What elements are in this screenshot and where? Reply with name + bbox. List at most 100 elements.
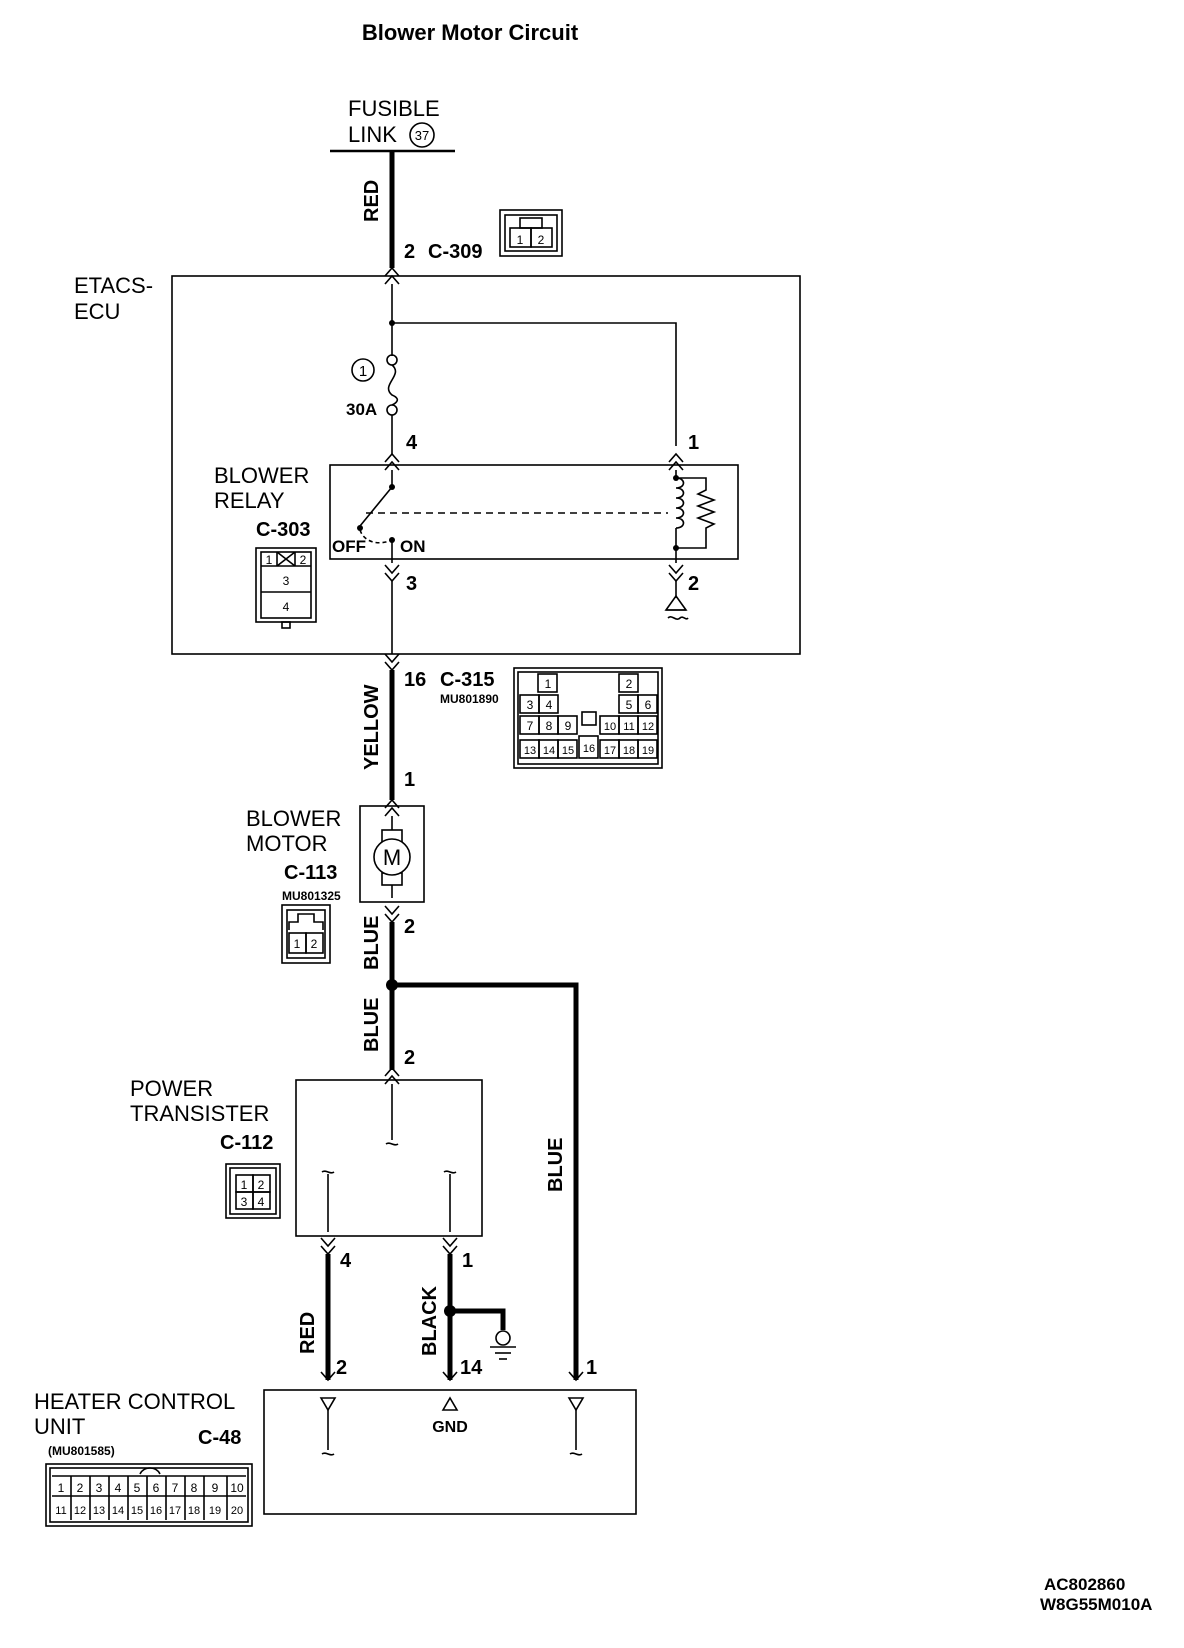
c315-terminal-symbol <box>384 653 400 672</box>
c48-cell: 9 <box>212 1481 219 1495</box>
c315-cell: 5 <box>626 698 633 712</box>
c315-cell: 17 <box>604 745 616 757</box>
heater-pin-1: 1 <box>586 1357 597 1379</box>
wire-label-blue-3: BLUE <box>545 1138 567 1192</box>
etacs-label-2: ECU <box>74 299 120 324</box>
c48-cell: 11 <box>55 1505 66 1517</box>
transistor-terminal-2-symbol <box>384 1066 400 1085</box>
transistor-label-1: POWER <box>130 1076 213 1101</box>
relay-switch-icon <box>357 470 668 563</box>
c315-cell: 10 <box>604 721 616 733</box>
c48-cell: 6 <box>153 1481 160 1495</box>
c309-connector-icon: 1 2 <box>499 209 563 257</box>
wire-label-red-bottom: RED <box>297 1312 319 1354</box>
fusible-link-label-1: FUSIBLE <box>348 96 440 121</box>
relay-resistor-icon <box>676 477 717 549</box>
c303-cell: 2 <box>300 553 307 567</box>
c48-cell: 13 <box>93 1505 105 1517</box>
c309-label: C-309 <box>428 241 482 263</box>
c315-cell: 16 <box>583 743 595 755</box>
c113-cell: 1 <box>294 937 301 951</box>
c48-cell: 17 <box>169 1505 181 1517</box>
transistor-pin-4: 4 <box>340 1250 352 1272</box>
motor-icon <box>373 816 411 898</box>
relay-on-label: ON <box>400 537 426 556</box>
heater-terminal-14-symbol <box>442 1371 458 1382</box>
c303-cell: 4 <box>283 600 290 614</box>
c48-cell: 20 <box>231 1505 243 1517</box>
wire-black-ground <box>450 1308 506 1330</box>
c48-cell: 19 <box>209 1505 221 1517</box>
relay-label-2: RELAY <box>214 488 285 513</box>
wire-internal-coil-feed <box>392 322 677 446</box>
motor-terminal-1-symbol <box>384 798 400 817</box>
heater-pin-2: 2 <box>336 1357 347 1379</box>
c48-cell: 1 <box>58 1481 65 1495</box>
c309-cell: 1 <box>517 233 524 247</box>
c112-label: C-112 <box>220 1132 273 1154</box>
heater-terminal-1-symbol <box>568 1371 584 1382</box>
c112-cell: 2 <box>258 1178 265 1192</box>
relay-pin-1: 1 <box>688 432 699 454</box>
c315-cell: 18 <box>623 745 635 757</box>
fusible-link-label-2: LINK <box>348 122 397 147</box>
motor-pin-2: 2 <box>404 916 415 938</box>
c303-cell: 3 <box>283 574 290 588</box>
c315-cell: 1 <box>545 677 552 691</box>
c315-cell: 9 <box>565 719 572 733</box>
relay-label-1: BLOWER <box>214 463 309 488</box>
c309-terminal-symbol <box>384 266 400 285</box>
motor-symbol: M <box>383 845 401 870</box>
transistor-pin-2: 2 <box>404 1047 415 1069</box>
c303-cell: 1 <box>266 553 273 567</box>
wire-label-red-top: RED <box>361 180 383 222</box>
c48-cell: 16 <box>150 1505 162 1517</box>
c315-cell: 13 <box>524 745 536 757</box>
power-transistor-box <box>295 1079 483 1237</box>
relay-terminal-1-symbol <box>668 452 684 471</box>
fuse-rating: 30A <box>346 400 377 419</box>
relay-pin-2: 2 <box>688 573 699 595</box>
c48-connector-icon: 1 2 3 4 5 6 7 8 9 10 11 12 13 14 15 16 1… <box>45 1463 253 1527</box>
heater-label-2: UNIT <box>34 1414 85 1439</box>
page-title: Blower Motor Circuit <box>362 20 579 45</box>
transistor-pin-1: 1 <box>462 1250 473 1272</box>
c315-cell: 7 <box>527 719 534 733</box>
fuse-number: 1 <box>359 363 367 380</box>
heater-internal-symbols <box>319 1396 585 1456</box>
c48-cell: 5 <box>134 1481 141 1495</box>
transistor-internal-wires <box>321 1084 457 1232</box>
c315-cell: 4 <box>546 698 553 712</box>
heater-label-1: HEATER CONTROL <box>34 1389 235 1414</box>
c315-cell: 12 <box>642 721 654 733</box>
wire-label-blue-1: BLUE <box>361 916 383 970</box>
c315-cell: 8 <box>546 719 553 733</box>
c112-connector-icon: 1 2 3 4 <box>225 1163 281 1219</box>
blower-motor-box <box>359 805 425 903</box>
wire-blue-branch <box>392 982 579 1380</box>
relay-off-label: OFF <box>332 537 366 556</box>
c303-connector-icon: 1 2 3 4 <box>255 547 317 629</box>
wire-label-blue-2: BLUE <box>361 998 383 1052</box>
fusible-link-number-circle <box>409 122 435 148</box>
c315-connector-icon: 1 2 3 4 5 6 7 8 9 10 11 12 13 14 15 16 1… <box>513 667 663 769</box>
etacs-ecu-box <box>171 275 801 655</box>
c113-connector-icon: 1 2 <box>281 904 331 964</box>
c48-cell: 7 <box>172 1481 179 1495</box>
c113-label: C-113 <box>284 862 337 884</box>
wire-label-black: BLACK <box>419 1285 441 1356</box>
c309-cell: 2 <box>538 233 545 247</box>
blower-relay-box <box>329 464 739 560</box>
c48-cell: 10 <box>230 1481 244 1495</box>
c113-part-number: MU801325 <box>282 889 341 903</box>
motor-terminal-2-symbol <box>384 905 400 924</box>
transistor-terminal-4-symbol <box>320 1237 336 1256</box>
relay-pin-4: 4 <box>406 432 418 454</box>
c315-cell: 19 <box>642 745 654 757</box>
c113-cell: 2 <box>311 937 318 951</box>
c315-pin: 16 <box>404 669 426 691</box>
c315-cell: 11 <box>623 721 634 733</box>
etacs-label-1: ETACS- <box>74 273 153 298</box>
c48-cell: 2 <box>77 1481 84 1495</box>
